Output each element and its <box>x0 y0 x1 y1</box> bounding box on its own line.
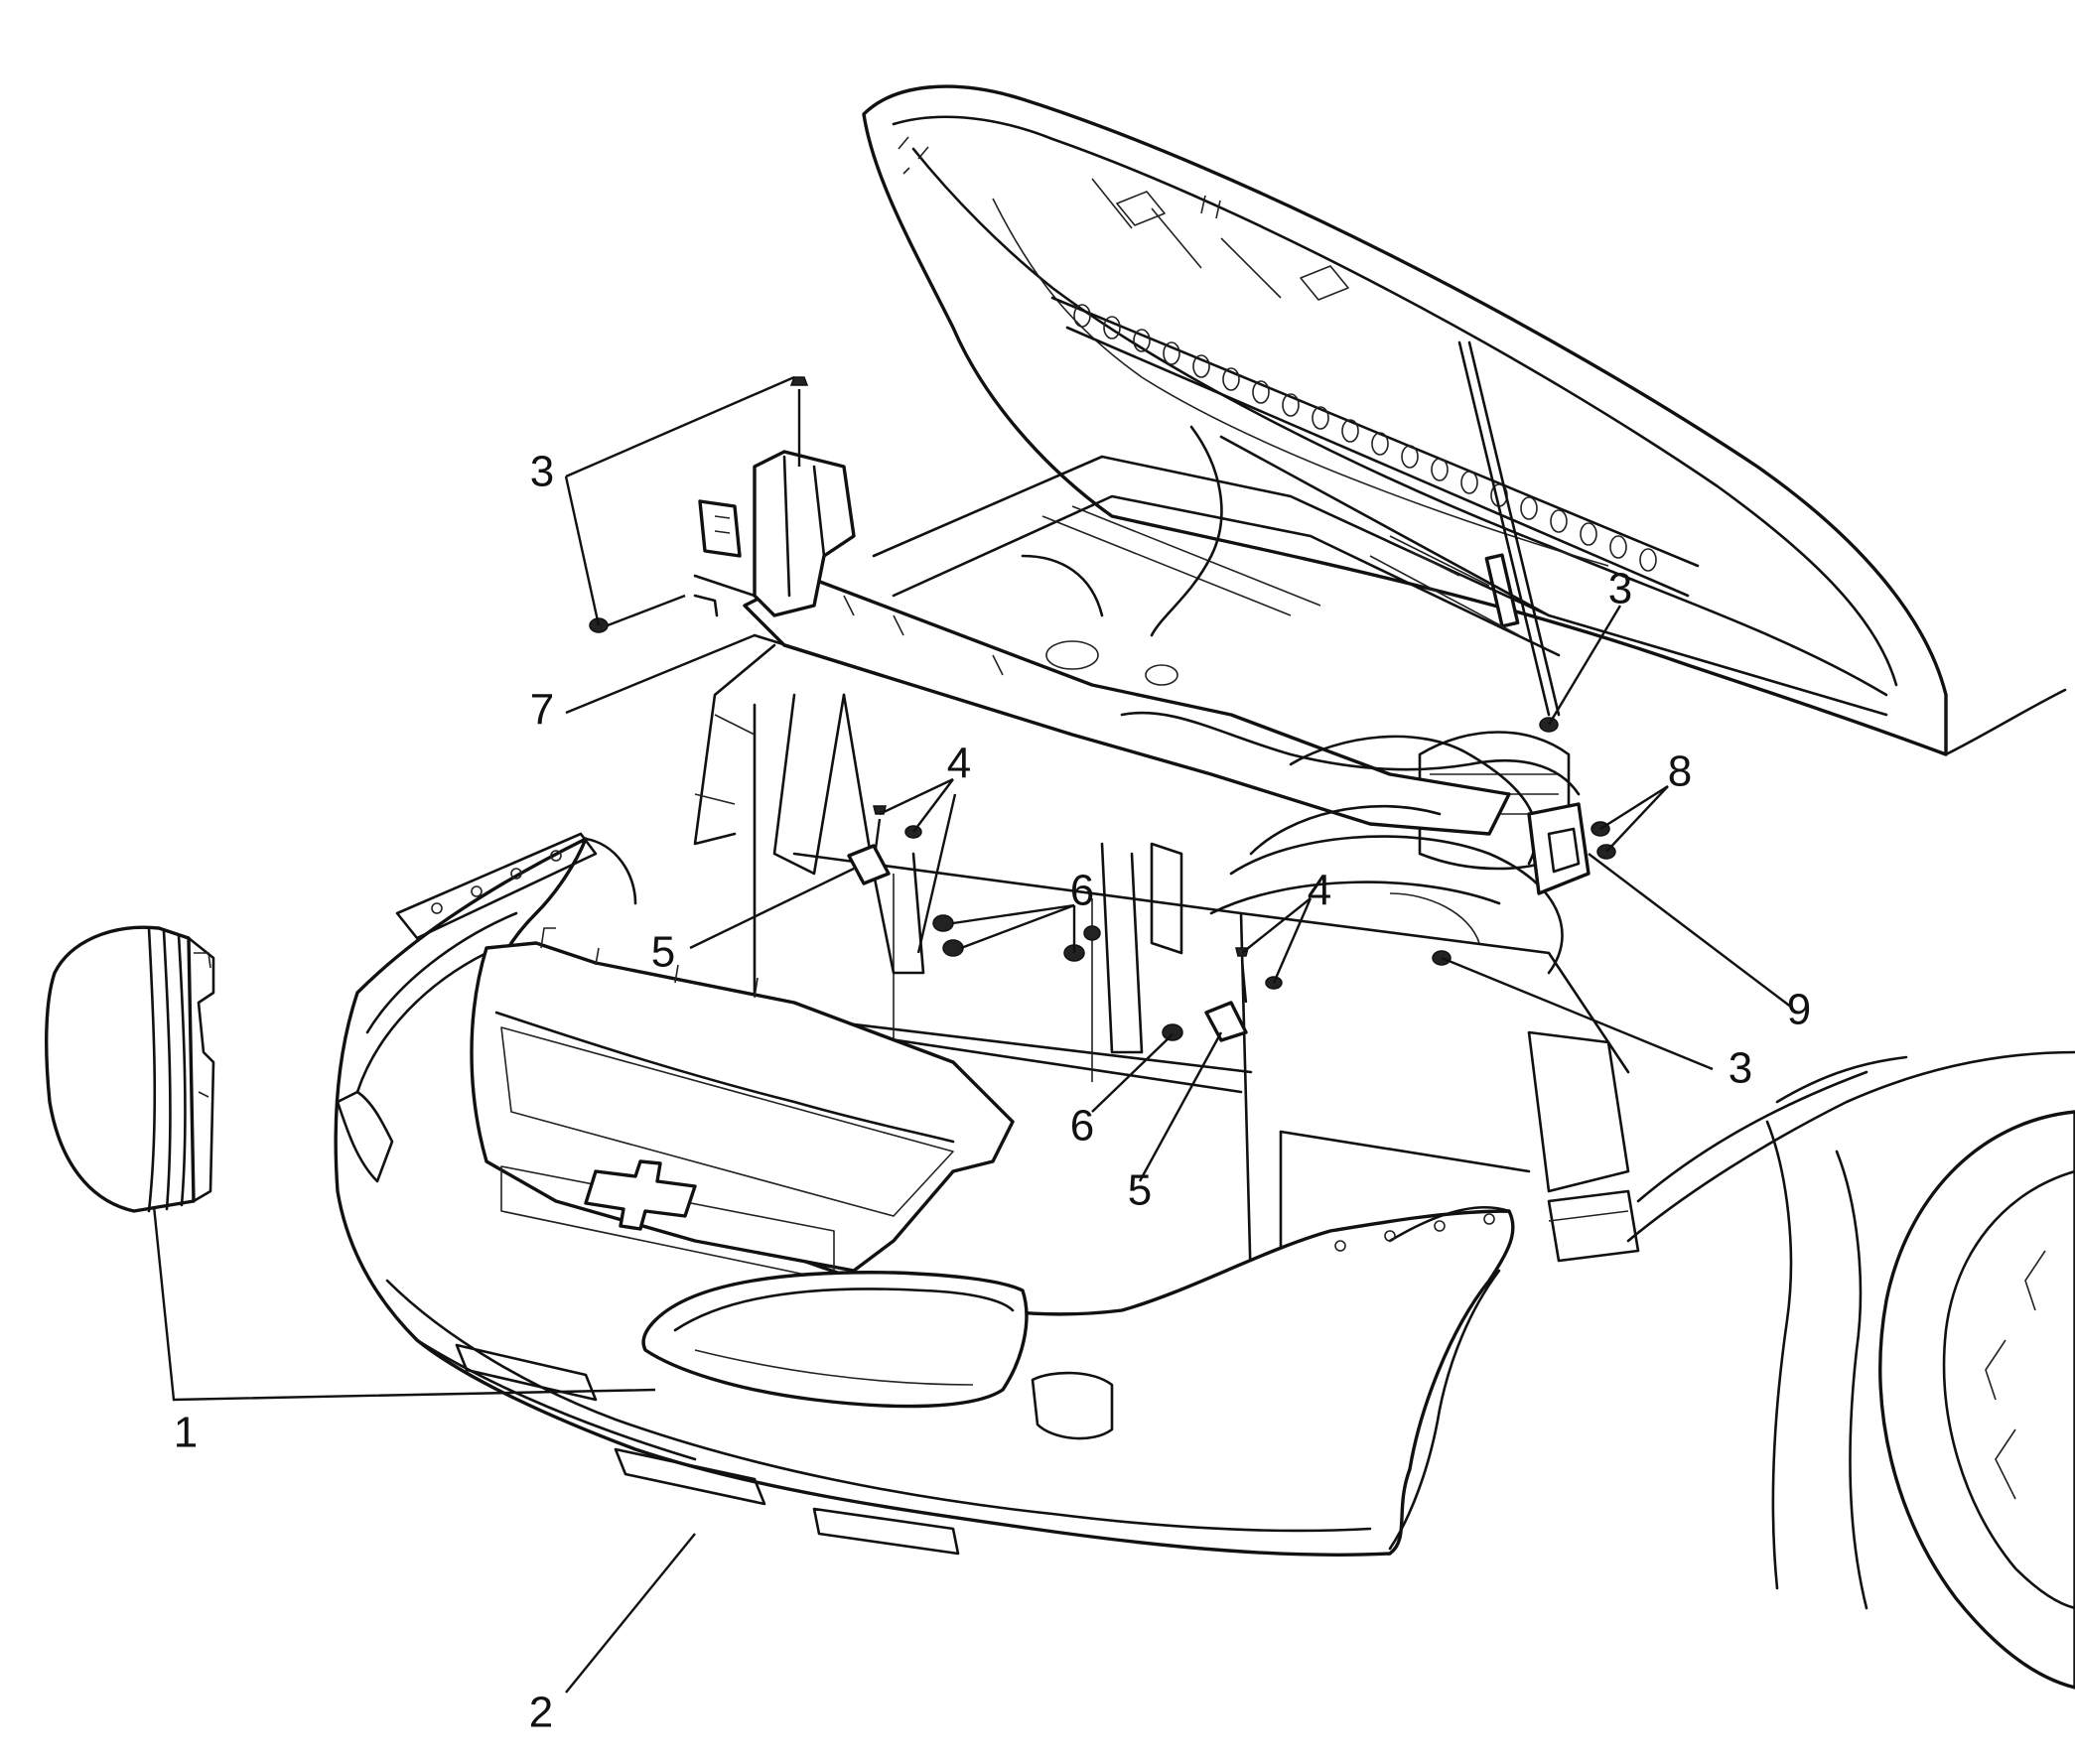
callout-4: 4 <box>947 740 971 788</box>
callout-4: 4 <box>1308 867 1331 915</box>
callout-9: 9 <box>1787 986 1811 1034</box>
callout-8: 8 <box>1668 747 1692 796</box>
callout-7: 7 <box>530 686 554 735</box>
callout-3: 3 <box>1608 565 1632 613</box>
callout-1: 1 <box>174 1409 198 1457</box>
headlamp-exploded <box>45 925 215 1213</box>
callout-2: 2 <box>529 1689 553 1737</box>
callout-5: 5 <box>1128 1166 1152 1215</box>
callout-3: 3 <box>530 448 554 496</box>
engine-compartment <box>713 425 1888 1292</box>
headlamp-installed <box>641 1271 1029 1409</box>
grille <box>470 927 1015 1282</box>
callout-labels: 1 2 3 3 3 4 4 5 5 6 6 7 8 9 <box>174 448 1811 1737</box>
callout-5: 5 <box>651 928 675 977</box>
callout-6: 6 <box>1070 867 1094 915</box>
leader-lines <box>152 375 1793 1694</box>
callout-6: 6 <box>1070 1102 1094 1151</box>
fender-body <box>1626 688 2075 1690</box>
callout-3: 3 <box>1729 1044 1752 1093</box>
hood-panel <box>862 84 1948 756</box>
hood-latch-bracket <box>589 376 856 633</box>
radiator-support-bracket <box>693 574 1591 1054</box>
